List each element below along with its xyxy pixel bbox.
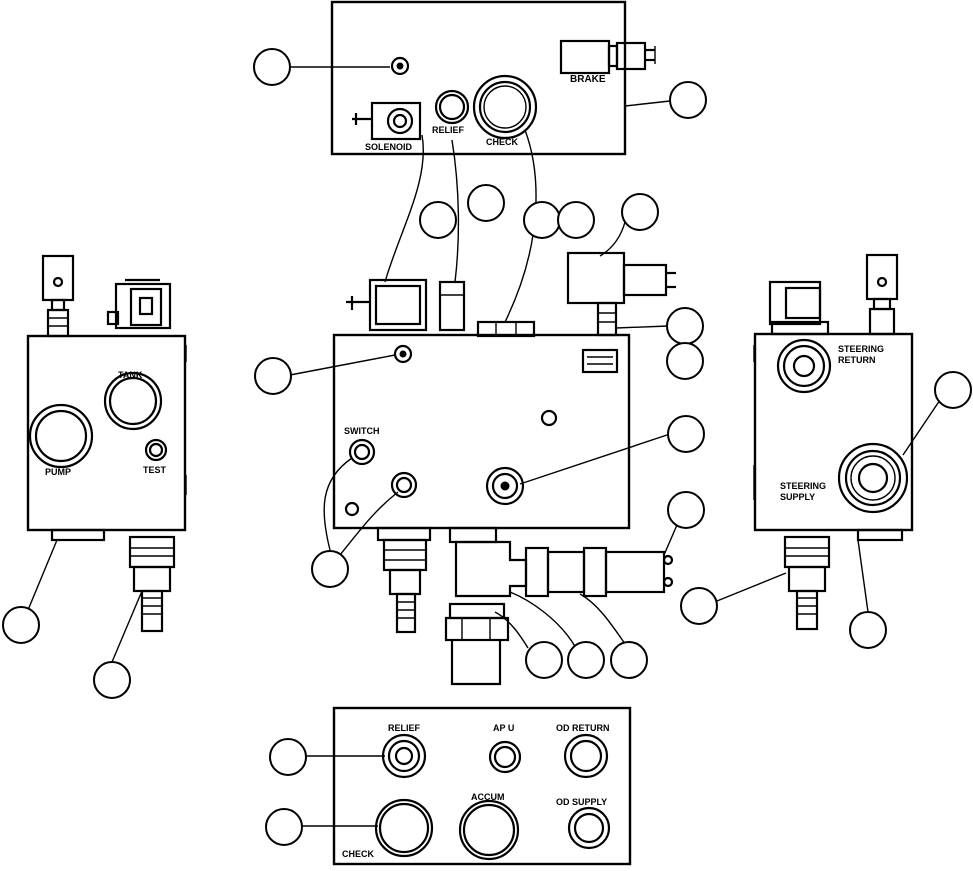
switch-label: SWITCH <box>344 426 380 436</box>
callout-bubble <box>419 201 457 239</box>
bottom-detail-view: RELIEF AP U OD RETURN ACCUM OD SUPPLY CH… <box>332 706 632 866</box>
relief-top-label: RELIEF <box>432 125 465 135</box>
callout-bubble <box>93 661 131 699</box>
callout-bubble <box>525 641 563 679</box>
od-supply-label: OD SUPPLY <box>556 797 607 807</box>
right-block <box>753 332 914 532</box>
accum-label: ACCUM <box>471 792 505 802</box>
callout-bubble <box>849 611 887 649</box>
steering-supply-label-2: SUPPLY <box>780 492 815 502</box>
callout-bubble <box>666 307 704 345</box>
callout-bubble <box>557 201 595 239</box>
callout-bubble <box>934 371 972 409</box>
brake-solenoid <box>559 39 656 75</box>
solenoid-component <box>352 101 422 141</box>
right-side-view: STEERING RETURN STEERING SUPPLY <box>753 253 914 631</box>
callout-bubble <box>680 587 718 625</box>
relief-bottom-label: RELIEF <box>388 723 421 733</box>
callout-bubble <box>667 491 705 529</box>
test-label: TEST <box>143 465 167 475</box>
tank-label: TANK <box>118 370 143 380</box>
steering-return-label-2: RETURN <box>838 355 876 365</box>
callout-bubble <box>269 738 307 776</box>
callout-bubble <box>311 550 349 588</box>
callout-bubble <box>667 415 705 453</box>
solenoid-label: SOLENOID <box>365 142 413 152</box>
callout-bubble <box>253 48 291 86</box>
left-block <box>26 334 187 532</box>
callout-bubble <box>567 641 605 679</box>
steering-return-label-1: STEERING <box>838 344 884 354</box>
pump-label: PUMP <box>45 467 71 477</box>
callout-bubbles <box>2 48 972 846</box>
callout-bubble <box>523 201 561 239</box>
top-detail-view: BRAKE SOLENOID RELIEF CHECK <box>330 0 656 156</box>
brake-label: BRAKE <box>570 74 606 85</box>
callout-bubble <box>669 81 707 119</box>
steering-supply-label-1: STEERING <box>780 481 826 491</box>
callout-bubble <box>467 184 505 222</box>
callout-bubble <box>621 193 659 231</box>
top-panel <box>330 0 627 156</box>
check-top-label: CHECK <box>486 137 519 147</box>
callout-bubble <box>2 606 40 644</box>
left-side-view: TANK PUMP TEST <box>26 254 187 633</box>
center-view: SWITCH <box>332 251 676 686</box>
check-bottom-label: CHECK <box>342 849 375 859</box>
center-block <box>332 333 631 530</box>
callout-bubble <box>666 342 704 380</box>
callout-bubble <box>254 357 292 395</box>
callout-bubble <box>610 641 648 679</box>
od-return-label: OD RETURN <box>556 723 610 733</box>
callout-bubble <box>265 808 303 846</box>
apu-label: AP U <box>493 723 514 733</box>
